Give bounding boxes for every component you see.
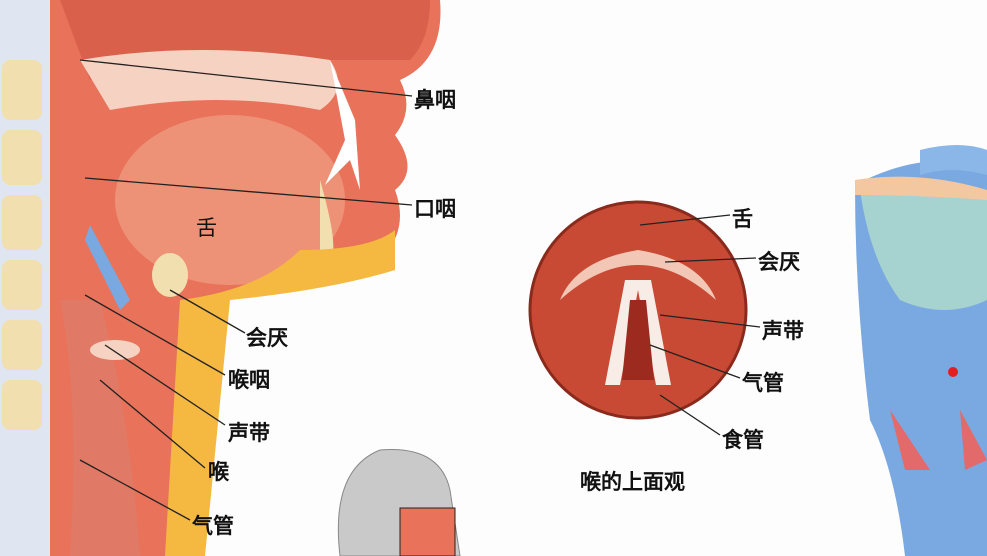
label-laryngopharynx: 喉咽 (228, 368, 270, 392)
larynx-top-view (528, 200, 748, 420)
top-label-vocal-cords: 声带 (762, 319, 804, 343)
leader-lines (79, 59, 413, 521)
label-tongue: 舌 (196, 216, 217, 240)
label-oropharynx: 口咽 (414, 197, 456, 221)
label-epiglottis: 会厌 (246, 326, 288, 350)
top-label-esophagus: 食管 (722, 428, 764, 452)
sagittal-section (0, 0, 441, 556)
larynx-front-view (855, 145, 987, 556)
label-vocal-cords: 声带 (228, 421, 270, 445)
head-thumbnail (337, 449, 461, 556)
label-nasopharynx: 鼻咽 (414, 88, 456, 112)
label-larynx: 喉 (208, 460, 229, 484)
top-label-trachea: 气管 (742, 371, 784, 395)
top-label-tongue: 舌 (732, 207, 753, 231)
label-trachea: 气管 (192, 514, 234, 538)
top-view-caption: 喉的上面观 (580, 470, 685, 494)
top-label-epiglottis: 会厌 (758, 250, 800, 274)
